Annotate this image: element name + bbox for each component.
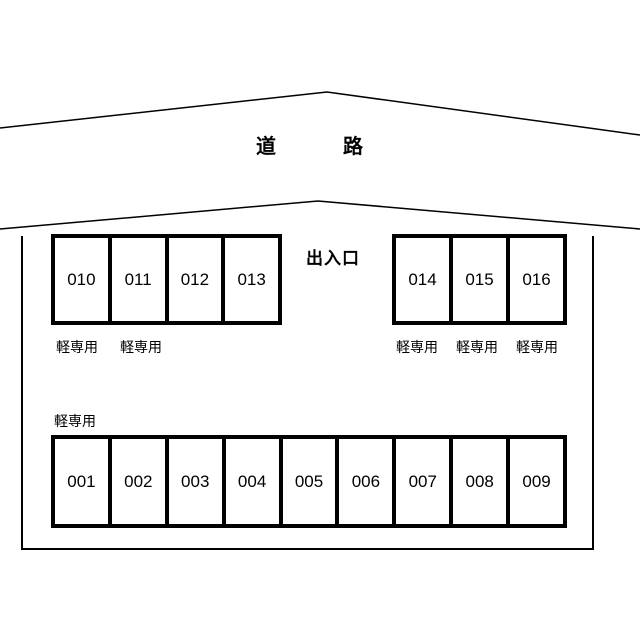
parking-stall[interactable]: 011	[112, 238, 169, 321]
kei-only-label: 軽専用	[456, 340, 498, 356]
parking-stall[interactable]: 013	[237, 269, 266, 289]
road-edge-upper	[0, 91, 640, 136]
road-label-char-1: 道	[256, 134, 276, 158]
road-edge-lower	[0, 200, 640, 230]
parking-block-top-right: 014 015 016	[392, 234, 567, 325]
parking-stall[interactable]: 007	[396, 439, 454, 524]
parking-block-bottom: 001 002 003 004 005 006 007 008 009	[51, 435, 567, 528]
parking-stall[interactable]: 004	[226, 439, 283, 524]
parking-stall[interactable]: 012	[169, 238, 226, 321]
parking-stall[interactable]: 002	[112, 439, 169, 524]
parking-stall[interactable]: 014	[396, 238, 453, 321]
parking-stall[interactable]: 003	[169, 439, 226, 524]
entrance-label: 出入口	[306, 249, 360, 269]
kei-only-label: 軽専用	[56, 340, 98, 356]
kei-only-label: 軽専用	[120, 340, 162, 356]
parking-stall[interactable]: 006	[339, 439, 397, 524]
road-label-char-2: 路	[343, 134, 363, 158]
parking-stall[interactable]: 001	[55, 439, 112, 524]
parking-stall[interactable]: 015	[453, 238, 510, 321]
parking-stall[interactable]: 005	[283, 439, 340, 524]
parking-stall[interactable]: 016	[522, 269, 551, 289]
lot-boundary	[21, 236, 594, 550]
kei-only-label: 軽専用	[54, 414, 96, 430]
parking-block-top-left: 010 011 012 013	[51, 234, 282, 325]
parking-stall[interactable]: 010	[55, 238, 112, 321]
parking-stall[interactable]: 009	[522, 471, 551, 491]
kei-only-label: 軽専用	[516, 340, 558, 356]
parking-stall[interactable]: 008	[453, 439, 511, 524]
kei-only-label: 軽専用	[396, 340, 438, 356]
